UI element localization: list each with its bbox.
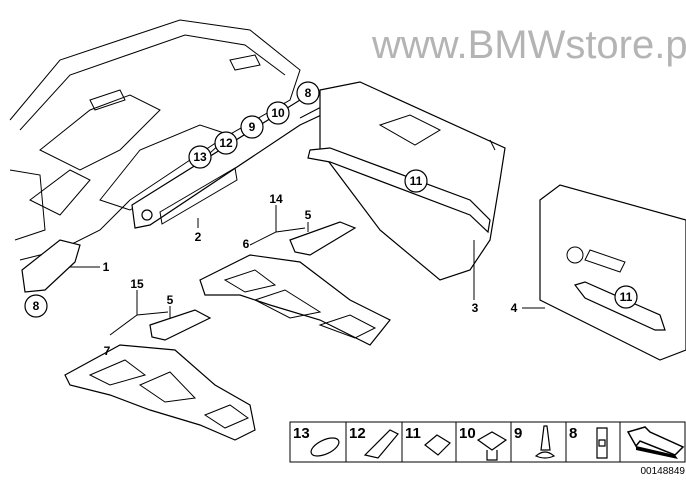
callout-9: 9 [240,115,264,139]
callout-12: 12 [214,131,238,155]
cap-icon [310,437,340,457]
legend-num-12: 12 [349,425,366,442]
clip-icon [596,427,608,459]
callout-8a: 8 [24,294,48,318]
callout-15: 15 [130,277,144,291]
callout-14: 14 [269,192,283,206]
drawing-number: 00148849 [641,466,686,477]
part-5-cover-lower [149,309,212,341]
expanding-rivet-icon [534,425,556,459]
svg-text:8: 8 [33,299,40,313]
callout-10: 10 [266,101,290,125]
part-4-door-panel [539,184,686,361]
callout-6: 6 [243,237,250,251]
svg-text:13: 13 [193,150,207,164]
svg-text:9: 9 [249,120,256,134]
clip-nut-large-icon [476,431,508,461]
clip-bracket-icon [363,429,399,459]
callout-1: 1 [103,260,110,274]
legend-num-13: 13 [293,425,310,442]
parts-legend: 13 12 11 10 9 8 [289,421,686,463]
callout-8b: 8 [296,81,320,105]
legend-num-11: 11 [405,425,421,442]
arrow-shadow [636,446,678,459]
part-2-dash-strip [131,89,333,229]
svg-text:12: 12 [219,136,233,150]
svg-text:11: 11 [410,174,423,188]
callout-2: 2 [195,230,202,244]
leader-lines [70,205,545,336]
arrow-symbol-icon [626,426,685,456]
legend-num-10: 10 [459,425,476,442]
clip-nut-icon [424,434,451,456]
part-2-knob [141,209,153,221]
callout-5b: 5 [167,293,174,307]
callout-11b: 11 [614,285,638,309]
svg-text:11: 11 [620,290,633,304]
part-7-console-trim [64,344,256,441]
part-1-trim [21,239,81,293]
part-5-cover-upper [289,221,357,256]
watermark: www.BMWstore.pl [371,23,686,67]
callout-3: 3 [472,301,479,315]
part-6-console-trim [199,254,391,346]
callout-7: 7 [104,344,111,358]
legend-num-9: 9 [514,425,522,442]
callout-5a: 5 [305,208,312,222]
svg-text:8: 8 [305,86,312,100]
svg-text:10: 10 [271,106,285,120]
callout-11a: 11 [404,169,428,193]
callout-4: 4 [511,301,518,315]
legend-num-8: 8 [569,425,577,442]
callout-13: 13 [188,145,212,169]
